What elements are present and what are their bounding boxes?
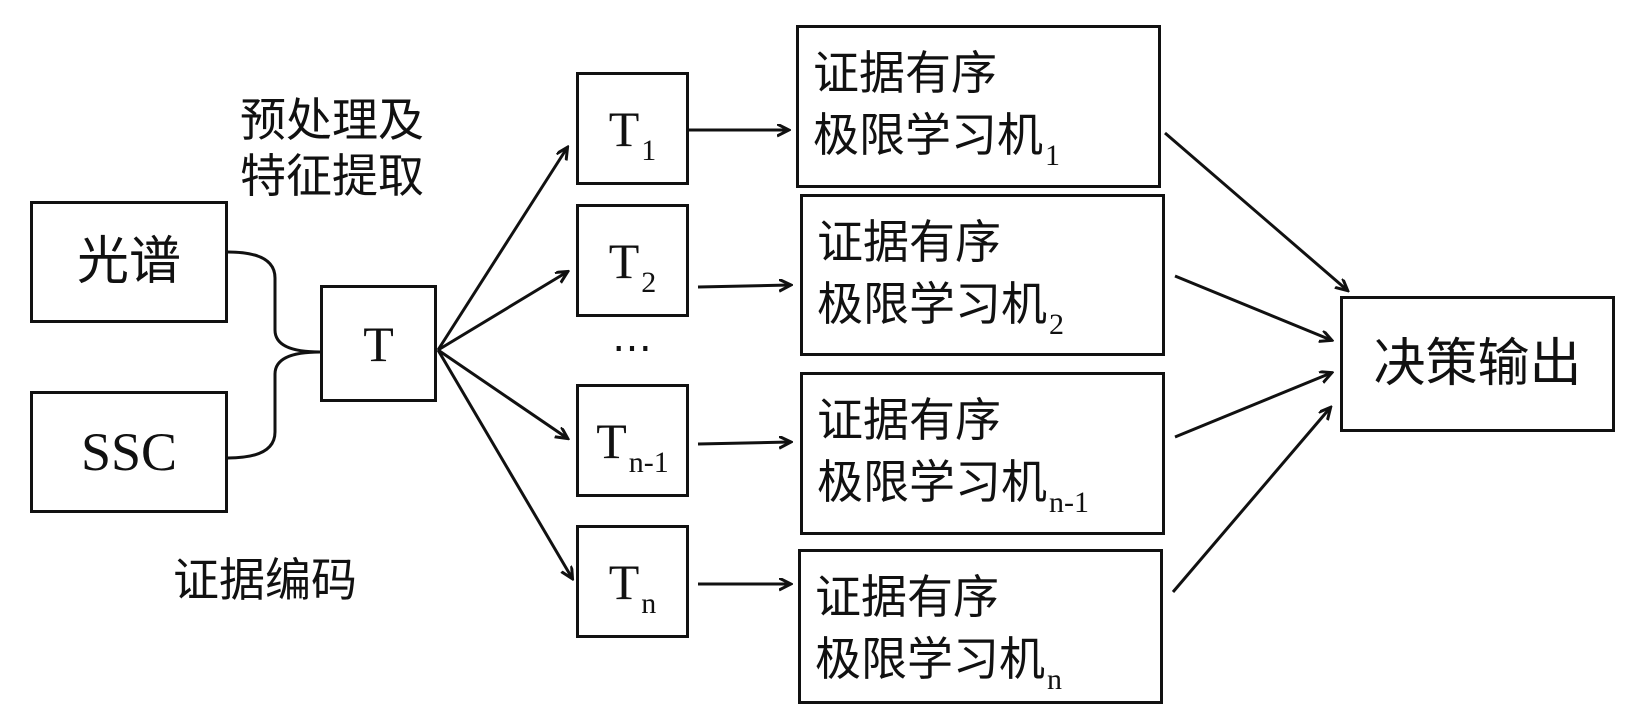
decision-output-box: 决策输出 bbox=[1340, 296, 1615, 432]
elm-box-1: 证据有序 极限学习机1 bbox=[796, 25, 1161, 188]
spectrum-input-box: 光谱 bbox=[30, 201, 228, 323]
t-node: T bbox=[320, 285, 437, 402]
arrow-t-to-tn bbox=[436, 349, 572, 578]
arrow-t-to-tn-1 bbox=[437, 348, 567, 438]
preprocess-label-line1: 预处理及 bbox=[240, 93, 424, 147]
t2-node-label: T2 bbox=[608, 232, 657, 299]
input-merge-brace bbox=[227, 250, 321, 460]
tn-node-label: Tn bbox=[608, 553, 657, 620]
tn-1-node-label: Tn-1 bbox=[596, 412, 669, 479]
decision-output-label: 决策输出 bbox=[1373, 334, 1582, 394]
elm-box-n-line2: 极限学习机n bbox=[815, 632, 1062, 696]
elm-box-n: 证据有序 极限学习机n bbox=[798, 549, 1163, 704]
arrow-elmn-to-output bbox=[1171, 408, 1330, 593]
tn-node: Tn bbox=[576, 525, 689, 638]
ssc-input-box: SSC bbox=[30, 391, 228, 513]
arrow-t-to-t2 bbox=[437, 272, 567, 352]
spectrum-input-label: 光谱 bbox=[76, 232, 181, 292]
preprocess-label-line2: 特征提取 bbox=[240, 149, 424, 203]
preprocess-label: 预处理及 特征提取 bbox=[240, 92, 424, 204]
elm-box-n-1-line2: 极限学习机n-1 bbox=[817, 455, 1089, 519]
elm-box-1-line1: 证据有序 bbox=[813, 46, 997, 100]
arrow-elmn-1-to-output bbox=[1174, 373, 1331, 439]
arrow-t-to-t1 bbox=[436, 148, 567, 351]
t2-node: T2 bbox=[576, 204, 689, 317]
t1-node-label: T1 bbox=[608, 100, 657, 167]
elm-box-2-line1: 证据有序 bbox=[817, 215, 1001, 269]
elm-box-1-line2: 极限学习机1 bbox=[813, 108, 1060, 172]
arrow-t2-to-elm2 bbox=[697, 285, 790, 287]
elm-box-n-1: 证据有序 极限学习机n-1 bbox=[800, 372, 1165, 535]
elm-box-2: 证据有序 极限学习机2 bbox=[800, 194, 1165, 356]
elm-box-n-line1: 证据有序 bbox=[815, 570, 999, 624]
arrow-elm1-to-output bbox=[1164, 131, 1347, 290]
evidence-encoding-label: 证据编码 bbox=[173, 553, 357, 607]
t-node-label: T bbox=[363, 315, 394, 372]
tn-1-node: Tn-1 bbox=[576, 384, 689, 497]
arrow-elm2-to-output bbox=[1174, 274, 1331, 340]
arrow-tn-1-to-elmn-1 bbox=[697, 442, 790, 444]
elm-box-2-line2: 极限学习机2 bbox=[817, 277, 1064, 341]
ssc-input-label: SSC bbox=[80, 422, 178, 482]
subset-ellipsis: … bbox=[612, 315, 652, 361]
t1-node: T1 bbox=[576, 72, 689, 185]
elm-box-n-1-line1: 证据有序 bbox=[817, 393, 1001, 447]
